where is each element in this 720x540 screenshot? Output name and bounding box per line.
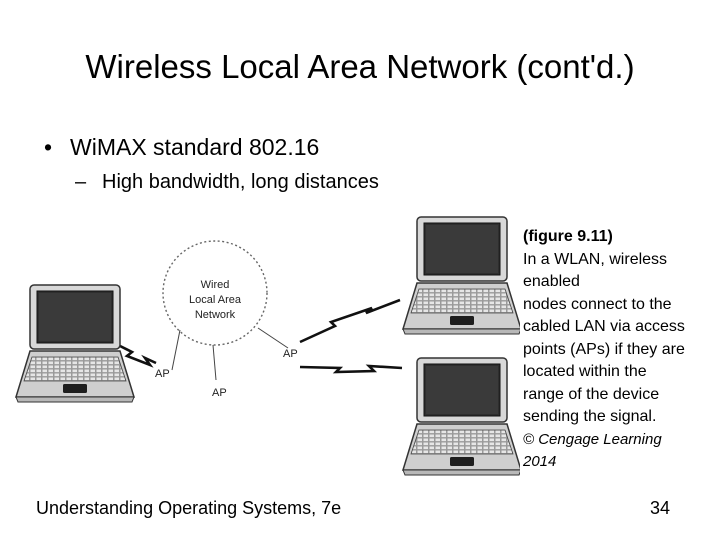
cloud-label-line: Local Area [189,294,242,306]
wlan-figure: Wired Local Area Network AP AP AP [15,216,520,476]
wireless-signal-icon [299,298,401,344]
laptop-icon [402,357,520,476]
caption-title: (figure 9.11) [523,228,613,245]
cloud-label-line: Wired [201,279,230,291]
caption-line: enabled [523,273,580,290]
wireless-signal-icon [299,364,403,374]
laptop-icon [15,284,135,403]
footer-course-title: Understanding Operating Systems, 7e [36,498,342,518]
wireless-signal-icon [117,343,157,368]
credit-line: © Cengage Learning [523,430,662,448]
caption-line: In a WLAN, wireless [523,250,668,268]
wired-lan-cloud [162,240,268,346]
cloud-label-line: Network [195,309,236,321]
copyright-credit: © Cengage Learning 2014 [523,429,719,473]
bullet-text: WiMAX standard 802.16 [70,134,320,160]
access-point-label: AP [212,387,227,399]
figure-caption: (figure 9.11) In a WLAN, wireless enable… [523,226,719,473]
bullet-item: • WiMAX standard 802.16 [44,132,319,162]
bullet-marker: • [44,134,53,160]
caption-line: points (APs) if they are [523,340,685,358]
caption-line: located within the [523,363,647,380]
caption-line: cabled LAN via access [523,318,685,335]
access-point-label: AP [283,348,298,360]
page-number: 34 [649,498,671,518]
slide-title: Wireless Local Area Network (cont'd.) [85,48,635,85]
caption-line: nodes connect to the [523,295,672,313]
sub-bullet-marker: – [75,171,87,193]
caption-line: range of the device [523,385,660,403]
sub-bullet-text: High bandwidth, long distances [102,171,379,193]
credit-line: 2014 [523,452,557,470]
laptop-icon [402,216,520,335]
caption-line: sending the signal. [523,408,657,425]
access-point-label: AP [155,368,170,380]
sub-bullet-item: –High bandwidth, long distances [75,168,379,196]
